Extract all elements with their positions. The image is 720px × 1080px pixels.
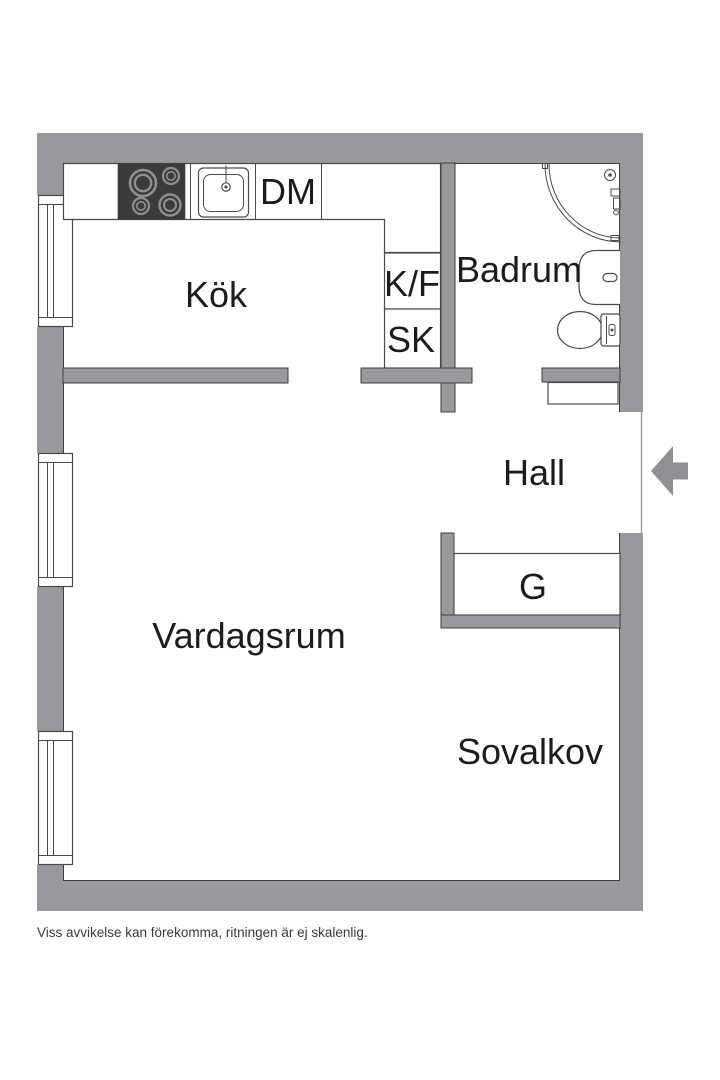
wall-kitchen-livingroom <box>62 367 289 384</box>
wall-left-seg1 <box>37 163 63 195</box>
room-label-hall: Hall <box>503 452 565 493</box>
kitchen-sink-icon <box>197 165 250 218</box>
cleaning-closet-cabinet <box>383 308 442 369</box>
wall-g-closet-left <box>440 532 455 629</box>
washbasin-icon <box>578 249 620 306</box>
stove-icon <box>117 163 186 220</box>
toilet-icon <box>556 310 621 350</box>
disclaimer-text: Viss avvikelse kan förekomma, ritningen … <box>37 925 368 940</box>
room-label-kitchen: Kök <box>185 274 248 315</box>
window-2 <box>37 452 74 588</box>
wall-g-closet-bottom <box>440 614 621 629</box>
wall-bathroom-bottom <box>541 367 621 383</box>
label-wardrobe: G <box>519 566 547 607</box>
wall-closet-bottom <box>360 367 473 384</box>
wall-left-seg3 <box>37 587 63 731</box>
entrance-arrow-icon <box>651 446 688 496</box>
room-label-living-room: Vardagsrum <box>152 615 345 656</box>
wall-bottom <box>37 881 643 911</box>
label-fridge-freezer: K/F <box>384 263 440 304</box>
wall-left-seg2 <box>37 327 63 453</box>
floor-plan: Kök DM K/F SK Badrum Hall G Vardagsrum S… <box>37 133 688 911</box>
wardrobe-box <box>453 552 621 616</box>
label-dishwasher: DM <box>260 171 316 212</box>
window-3 <box>37 730 74 866</box>
room-label-sleeping-alcove: Sovalkov <box>457 731 603 772</box>
wall-right-upper <box>620 163 643 412</box>
wall-right-lower <box>620 533 643 911</box>
bathroom-sliding-door <box>547 381 619 405</box>
room-label-bathroom: Badrum <box>456 249 582 290</box>
wall-top <box>37 133 643 163</box>
shower-icon <box>542 163 622 243</box>
fridge-freezer-cabinet <box>383 252 442 310</box>
label-cleaning-closet: SK <box>387 319 435 360</box>
